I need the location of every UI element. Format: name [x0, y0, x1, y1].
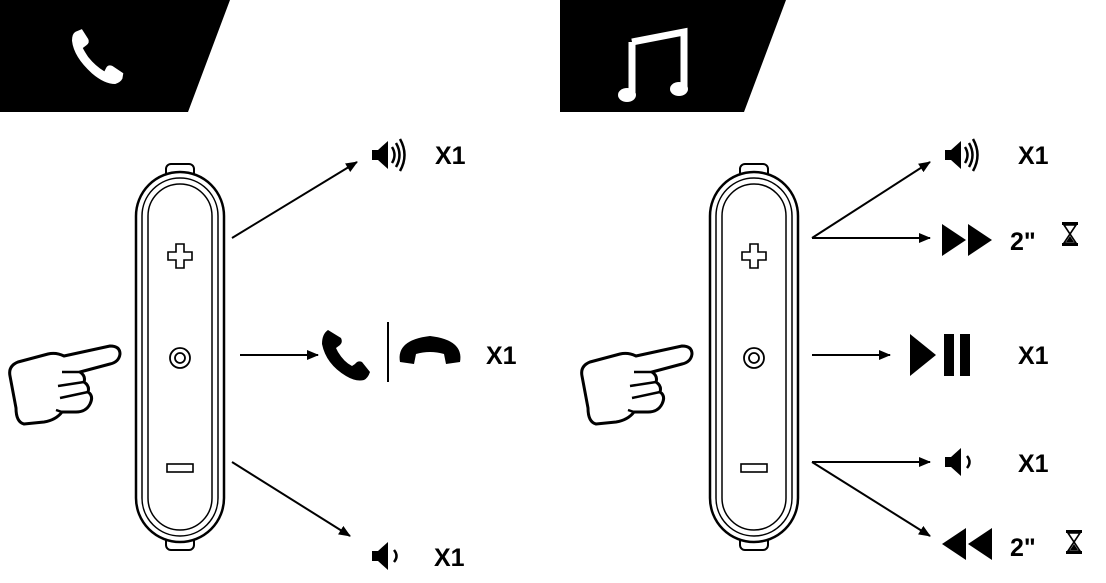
call-answer-label: X1: [486, 342, 517, 370]
arrow-minus-hold: [811, 461, 931, 537]
play-pause-icon: [910, 334, 970, 376]
music-volume-up-label: X1: [1018, 142, 1049, 170]
fast-forward-icon: [942, 224, 992, 256]
phone-icon: [72, 29, 124, 85]
hand-pointer: [8, 344, 122, 426]
music-volume-down-label: X1: [1018, 450, 1049, 478]
music-rewind-label: 2": [1010, 534, 1036, 562]
music-panel: X1 2" X1 X1 2": [560, 0, 1083, 562]
music-play-pause-label: X1: [1018, 342, 1049, 370]
hand-pointer: [580, 344, 694, 426]
arrow-minus: [231, 461, 351, 537]
call-volume-down-label: X1: [434, 544, 465, 572]
answer-hangup-icon: [322, 322, 461, 382]
call-volume-up-label: X1: [435, 142, 466, 170]
volume-up-icon: [943, 137, 979, 173]
volume-down-icon: [943, 446, 971, 478]
volume-up-icon: [370, 137, 406, 173]
music-forward-label: 2": [1010, 228, 1036, 256]
volume-down-icon: [370, 540, 398, 572]
hourglass-icon: [1061, 221, 1079, 247]
arrow-plus-tap: [811, 161, 931, 239]
call-panel: X1 X1 X1: [0, 0, 517, 572]
rewind-icon: [942, 528, 992, 560]
music-note-icon: [618, 27, 688, 102]
remote-control: [708, 162, 800, 552]
remote-control: [134, 162, 226, 552]
call-header-tab: [0, 0, 230, 112]
hourglass-icon: [1065, 529, 1083, 555]
arrow-plus: [231, 161, 358, 239]
music-header-tab: [560, 0, 786, 112]
